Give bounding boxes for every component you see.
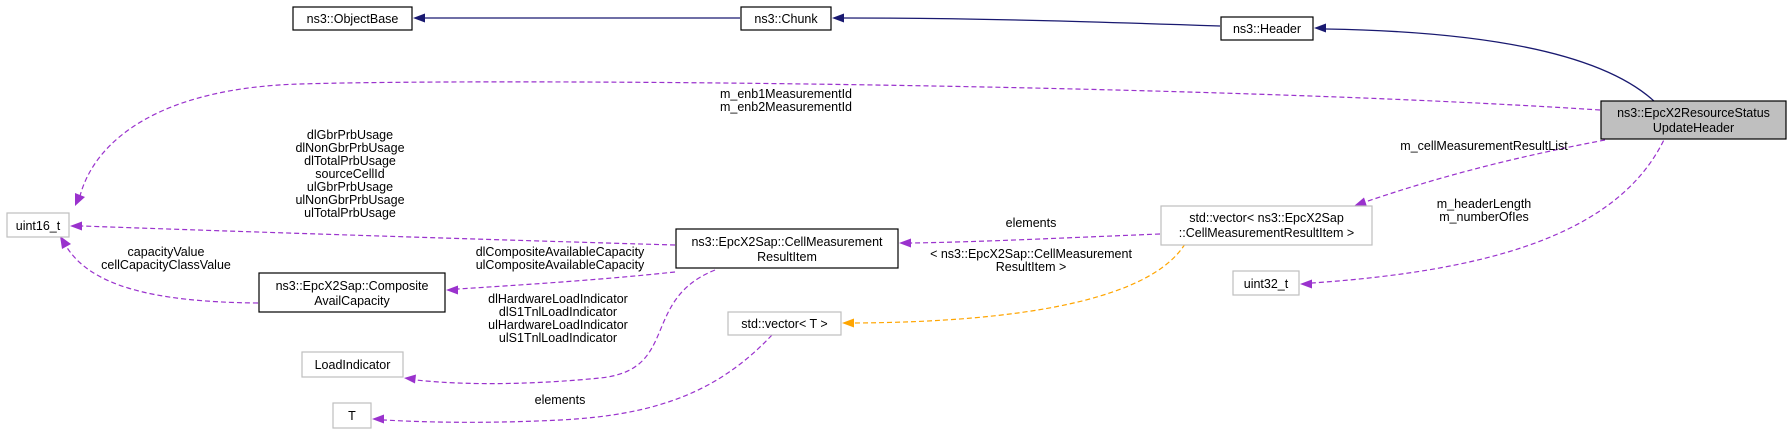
label-template-arg: < ns3::EpcX2Sap::CellMeasurement ResultI… [930, 247, 1132, 274]
node-header[interactable]: ns3::Header [1220, 16, 1314, 41]
node-uint16[interactable]: uint16_t [6, 212, 70, 238]
svg-text:m_headerLength: m_headerLength [1437, 197, 1532, 211]
svg-text:T: T [348, 409, 356, 423]
svg-text:dlCompositeAvailableCapacity: dlCompositeAvailableCapacity [476, 245, 645, 259]
svg-text:ulGbrPrbUsage: ulGbrPrbUsage [307, 180, 393, 194]
svg-text:< ns3::EpcX2Sap::CellMeasureme: < ns3::EpcX2Sap::CellMeasurement [930, 247, 1132, 261]
svg-text:ResultItem >: ResultItem > [996, 260, 1067, 274]
svg-text:uint16_t: uint16_t [16, 219, 61, 233]
svg-text:LoadIndicator: LoadIndicator [315, 358, 391, 372]
svg-text:ns3::EpcX2Sap::CellMeasurement: ns3::EpcX2Sap::CellMeasurement [691, 235, 883, 249]
svg-text:ResultItem: ResultItem [757, 250, 817, 264]
edge-chunk-to-objectbase [413, 13, 740, 23]
svg-text:ns3::EpcX2Sap::Composite: ns3::EpcX2Sap::Composite [276, 279, 429, 293]
svg-text:ns3::Chunk: ns3::Chunk [754, 12, 818, 26]
svg-text:capacityValue: capacityValue [128, 245, 205, 259]
svg-text:std::vector< ns3::EpcX2Sap: std::vector< ns3::EpcX2Sap [1189, 211, 1344, 225]
svg-text:ns3::Header: ns3::Header [1233, 22, 1301, 36]
svg-text:dlHardwareLoadIndicator: dlHardwareLoadIndicator [488, 292, 628, 306]
svg-text:dlTotalPrbUsage: dlTotalPrbUsage [304, 154, 396, 168]
label-meas-list: m_cellMeasurementResultList [1400, 139, 1568, 153]
svg-text:ulCompositeAvailableCapacity: ulCompositeAvailableCapacity [476, 258, 645, 272]
node-t[interactable]: T [332, 402, 372, 429]
edge-header-to-chunk [832, 13, 1221, 27]
edge-header-fields [1300, 125, 1671, 289]
svg-text:ulTotalPrbUsage: ulTotalPrbUsage [304, 206, 396, 220]
node-focus[interactable]: ns3::EpcX2ResourceStatus UpdateHeader [1600, 100, 1787, 140]
label-composite-capacity: dlCompositeAvailableCapacity ulComposite… [476, 245, 645, 272]
svg-text:ns3::ObjectBase: ns3::ObjectBase [307, 12, 399, 26]
edge-capacity [60, 236, 259, 304]
svg-text:dlGbrPrbUsage: dlGbrPrbUsage [307, 128, 393, 142]
svg-text:UpdateHeader: UpdateHeader [1653, 121, 1734, 135]
edge-prb-usage [70, 221, 676, 246]
edge-elements-bottom [372, 334, 773, 424]
svg-text:std::vector< T >: std::vector< T > [741, 317, 827, 331]
label-elements-bottom: elements [535, 393, 586, 407]
svg-text:m_enb2MeasurementId: m_enb2MeasurementId [720, 100, 852, 114]
svg-text:m_enb1MeasurementId: m_enb1MeasurementId [720, 87, 852, 101]
node-chunk[interactable]: ns3::Chunk [740, 6, 832, 31]
node-uint32[interactable]: uint32_t [1232, 270, 1300, 296]
node-cell-measurement-item[interactable]: ns3::EpcX2Sap::CellMeasurement ResultIte… [675, 228, 899, 269]
node-vector-cell-measurement[interactable]: std::vector< ns3::EpcX2Sap ::CellMeasure… [1160, 205, 1373, 246]
svg-text:m_numberOfIes: m_numberOfIes [1439, 210, 1529, 224]
svg-text:dlNonGbrPrbUsage: dlNonGbrPrbUsage [295, 141, 404, 155]
edge-composite-capacity [446, 271, 676, 295]
edge-elements-top [899, 233, 1161, 248]
edge-template [842, 243, 1186, 328]
edge-enb-ids [75, 81, 1601, 206]
label-load-indicators: dlHardwareLoadIndicator dlS1TnlLoadIndic… [488, 292, 628, 345]
label-header-fields: m_headerLength m_numberOfIes [1437, 197, 1532, 224]
node-vector-t[interactable]: std::vector< T > [727, 311, 842, 336]
node-objectbase[interactable]: ns3::ObjectBase [292, 6, 413, 31]
svg-text:::CellMeasurementResultItem >: ::CellMeasurementResultItem > [1179, 226, 1354, 240]
svg-text:sourceCellId: sourceCellId [315, 167, 385, 181]
label-prb-usage: dlGbrPrbUsage dlNonGbrPrbUsage dlTotalPr… [295, 128, 404, 220]
svg-text:cellCapacityClassValue: cellCapacityClassValue [101, 258, 231, 272]
node-load-indicator[interactable]: LoadIndicator [301, 351, 404, 378]
label-enb-ids: m_enb1MeasurementId m_enb2MeasurementId [720, 87, 852, 114]
edge-load-indicators [404, 269, 716, 385]
svg-text:AvailCapacity: AvailCapacity [314, 294, 390, 308]
svg-text:ulNonGbrPrbUsage: ulNonGbrPrbUsage [295, 193, 404, 207]
node-composite-avail-capacity[interactable]: ns3::EpcX2Sap::Composite AvailCapacity [258, 272, 446, 313]
svg-text:ulS1TnlLoadIndicator: ulS1TnlLoadIndicator [499, 331, 617, 345]
svg-text:uint32_t: uint32_t [1244, 277, 1289, 291]
svg-text:ulHardwareLoadIndicator: ulHardwareLoadIndicator [488, 318, 628, 332]
edge-meas-list [1354, 139, 1606, 207]
label-capacity: capacityValue cellCapacityClassValue [101, 245, 231, 272]
svg-text:ns3::EpcX2ResourceStatus: ns3::EpcX2ResourceStatus [1617, 106, 1770, 120]
label-elements-top: elements [1006, 216, 1057, 230]
svg-text:dlS1TnlLoadIndicator: dlS1TnlLoadIndicator [499, 305, 617, 319]
edge-focus-to-header [1314, 23, 1656, 103]
